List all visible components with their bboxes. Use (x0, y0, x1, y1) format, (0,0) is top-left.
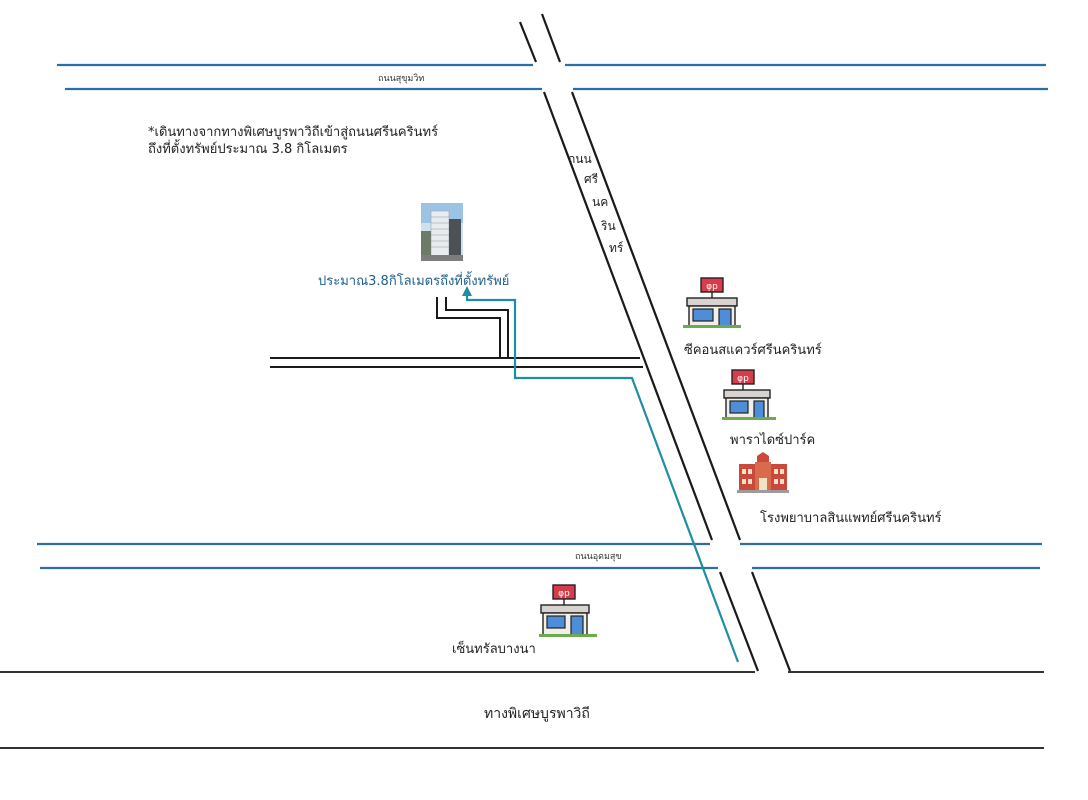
poi-label-sinphaet-hospital: โรงพยาบาลสินแพทย์ศรีนครินทร์ (760, 511, 942, 526)
svg-text:φp: φp (706, 282, 718, 292)
shopping-mall-icon: φp (722, 369, 776, 420)
srinagarindra-label-part-4: ริน (601, 219, 616, 233)
burapha-withi-expressway (0, 671, 1044, 749)
shopping-mall-icon: φp (683, 277, 741, 328)
travel-note: *เดินทางจากทางพิเศษบูรพาวิถีเข้าสู่ถนนศร… (148, 124, 438, 158)
travel-note-line-1: *เดินทางจากทางพิเศษบูรพาวิถีเข้าสู่ถนนศร… (148, 125, 439, 140)
burapha-withi-label: ทางพิเศษบูรพาวิถี (484, 706, 590, 722)
sukhumvit-road-label: ถนนสุขุมวิท (378, 74, 425, 84)
shopping-mall-icon: φp (539, 584, 597, 637)
udomsuk-road-label: ถนนอุดมสุข (575, 552, 622, 562)
srinagarindra-road (518, 13, 792, 672)
travel-note-line-2: ถึงที่ตั้งทรัพย์ประมาณ 3.8 กิโลเมตร (148, 142, 348, 157)
poi-label-seacon-square: ซีคอนสแควร์ศรีนครินทร์ (684, 343, 822, 358)
srinagarindra-label-part-3: นค (592, 195, 609, 209)
sukhumvit-road (57, 63, 1048, 91)
poi-label-paradise-park: พาราไดซ์ปาร์ค (730, 433, 816, 448)
srinagarindra-label-part-2: ศรี (584, 172, 599, 186)
hospital-icon (737, 452, 789, 493)
poi-label-central-bangna: เซ็นทรัลบางนา (452, 642, 536, 657)
srinagarindra-label-part-1: ถนน (568, 152, 592, 166)
udomsuk-road (37, 542, 1042, 570)
building-photo-icon (421, 203, 463, 261)
svg-text:φp: φp (558, 589, 570, 599)
route-line (462, 286, 740, 663)
soi-road (270, 297, 643, 368)
srinagarindra-label-part-5: ทร์ (609, 241, 624, 255)
destination-label: ประมาณ3.8กิโลเมตรถึงที่ตั้งทรัพย์ (318, 274, 510, 289)
svg-text:φp: φp (737, 374, 749, 384)
